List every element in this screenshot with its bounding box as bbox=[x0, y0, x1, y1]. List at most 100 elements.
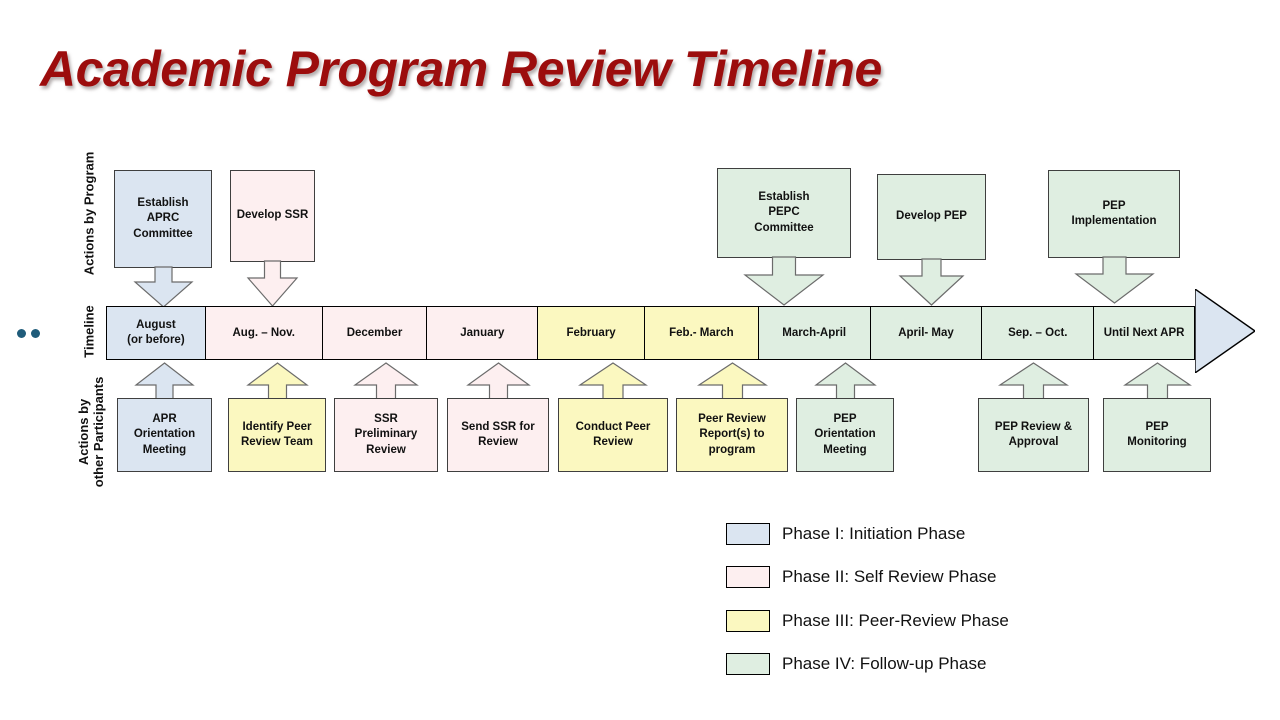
timeline-arrowhead-host bbox=[1194, 287, 1257, 378]
participant-action-label: PEP Review &Approval bbox=[995, 420, 1072, 450]
down-arrow-icon bbox=[248, 261, 297, 306]
timeline-cell[interactable]: December bbox=[322, 307, 428, 359]
timeline-cell-label: March-April bbox=[782, 326, 846, 341]
participant-action-label-line: Report(s) to bbox=[699, 428, 765, 441]
participant-action-label-line: PEP bbox=[1145, 420, 1169, 433]
up-arrow-icon bbox=[1125, 363, 1190, 399]
timeline-cell[interactable]: April- May bbox=[870, 307, 983, 359]
legend-item[interactable]: Phase I: Initiation Phase bbox=[726, 512, 1009, 556]
timeline-cell-label-line: (or before) bbox=[127, 334, 185, 346]
timeline-cell-label-line: January bbox=[460, 326, 505, 339]
timeline-strip: August (or before) Aug. – Nov. December Janu… bbox=[106, 306, 1195, 360]
timeline-cell[interactable]: Aug. – Nov. bbox=[205, 307, 323, 359]
program-action-label-line: Establish bbox=[758, 191, 810, 204]
legend-item[interactable]: Phase II: Self Review Phase bbox=[726, 556, 1009, 600]
axis-label-line-2: other Participants bbox=[91, 376, 106, 488]
legend-color-swatch bbox=[726, 609, 770, 632]
up-arrow-icon bbox=[816, 363, 875, 399]
up-arrow-icon bbox=[248, 363, 307, 399]
up-arrow-icon bbox=[468, 363, 529, 399]
timeline-cell[interactable]: Sep. – Oct. bbox=[982, 307, 1095, 359]
timeline-cell-label: February bbox=[566, 326, 615, 341]
participant-action-label-line: Conduct Peer bbox=[575, 420, 651, 433]
legend-label: Phase IV: Follow-up Phase bbox=[782, 654, 987, 674]
timeline-cell-label-line: February bbox=[566, 326, 616, 339]
participant-action-box[interactable]: PEP Review &Approval bbox=[978, 398, 1089, 472]
participant-action-label-line: Send SSR for bbox=[461, 420, 535, 433]
timeline-cell-label: January bbox=[460, 326, 504, 341]
program-action-label-line: Develop PEP bbox=[896, 210, 967, 223]
participant-action-label-line: APR bbox=[152, 413, 177, 426]
up-arrow-icon bbox=[136, 363, 193, 399]
up-arrow-icon bbox=[580, 363, 646, 399]
program-action-label: PEP Implementation bbox=[1072, 199, 1157, 229]
legend-item[interactable]: Phase III: Peer-Review Phase bbox=[726, 599, 1009, 643]
down-arrow-icon bbox=[745, 257, 823, 305]
up-arrow-icon bbox=[699, 363, 766, 399]
timeline-cell[interactable]: March-April bbox=[758, 307, 871, 359]
program-action-label-line: Committee bbox=[133, 227, 193, 240]
program-action-label-line: APRC bbox=[146, 212, 180, 225]
page-title: Academic Program Review Timeline bbox=[40, 41, 882, 97]
timeline-cell-label-line: April- May bbox=[898, 326, 954, 339]
program-action-label-line: Implementation bbox=[1071, 215, 1157, 227]
participant-action-label-line: SSR bbox=[374, 413, 398, 426]
program-action-box[interactable]: Develop PEP bbox=[877, 174, 986, 260]
timeline-cell-label-line: Until Next APR bbox=[1103, 326, 1185, 339]
timeline-cell[interactable]: February bbox=[538, 307, 645, 359]
legend-color-swatch bbox=[726, 522, 770, 545]
program-action-label-line: Committee bbox=[754, 221, 814, 234]
timeline-cell[interactable]: August (or before) bbox=[107, 307, 206, 359]
legend-label: Phase III: Peer-Review Phase bbox=[782, 610, 1009, 630]
program-action-box[interactable]: PEP Implementation bbox=[1048, 170, 1180, 258]
participant-action-label-line: Monitoring bbox=[1127, 436, 1187, 448]
axis-label-actions-by-other-participants: Actions by other Participants bbox=[76, 347, 107, 517]
participant-action-label-line: Orientation bbox=[814, 428, 876, 441]
timeline-cell-label: Feb.- March bbox=[669, 326, 734, 341]
program-action-label: Develop SSR bbox=[237, 208, 309, 223]
timeline-cell[interactable]: Until Next APR bbox=[1094, 307, 1194, 359]
legend-item[interactable]: Phase IV: Follow-up Phase bbox=[726, 643, 1009, 687]
participant-action-label-line: PEP Review & bbox=[994, 420, 1073, 433]
timeline-cell[interactable]: January bbox=[427, 307, 539, 359]
up-arrow-icon bbox=[1000, 363, 1067, 399]
participant-action-label-line: Review bbox=[478, 436, 518, 448]
participant-action-label-line: Review bbox=[593, 436, 633, 448]
down-arrow-icon bbox=[900, 259, 963, 305]
timeline-cell-label-line: August bbox=[136, 319, 176, 332]
program-action-label-line: Develop SSR bbox=[236, 209, 309, 222]
program-action-label: Develop PEP bbox=[896, 209, 967, 224]
participant-action-label: PEP Monitoring bbox=[1127, 420, 1186, 450]
legend-color-swatch bbox=[726, 653, 770, 676]
timeline-cell-label: April- May bbox=[898, 326, 954, 341]
participant-action-box[interactable]: PEP Monitoring bbox=[1103, 398, 1211, 472]
timeline-cell-label: Sep. – Oct. bbox=[1008, 326, 1067, 341]
timeline-cell-label-line: Sep. – Oct. bbox=[1008, 326, 1068, 339]
legend-color-swatch bbox=[726, 566, 770, 589]
timeline-cell[interactable]: Feb.- March bbox=[645, 307, 759, 359]
timeline-cell-label: August (or before) bbox=[127, 318, 185, 348]
program-action-label-line: PEP bbox=[1102, 199, 1126, 212]
program-action-label-line: Establish bbox=[137, 197, 189, 210]
down-arrow-icon bbox=[135, 267, 192, 307]
timeline-cell-label-line: December bbox=[346, 326, 403, 339]
program-action-box[interactable]: Develop SSR bbox=[230, 170, 315, 262]
